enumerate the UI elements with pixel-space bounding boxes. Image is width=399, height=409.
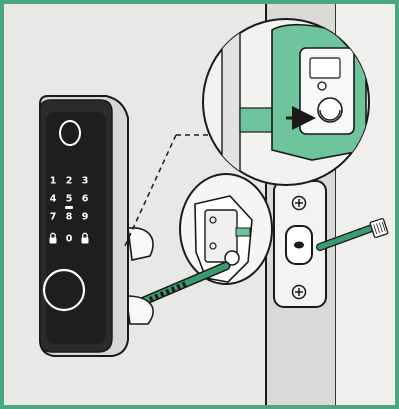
keypad-key-1[interactable]: 1 [50, 176, 57, 187]
keypad-key-0[interactable]: 0 [66, 234, 73, 245]
keypad-indicator-icon [65, 206, 73, 209]
keypad-key-4[interactable]: 4 [50, 194, 57, 205]
keypad-key-7[interactable]: 7 [50, 212, 57, 223]
keypad-key-6[interactable]: 6 [82, 194, 89, 205]
fingerprint-sensor [60, 121, 80, 145]
keypad-key-3[interactable]: 3 [82, 176, 89, 187]
keypad-key-2[interactable]: 2 [66, 176, 73, 187]
keypad-key-8[interactable]: 8 [66, 212, 73, 223]
keypad-key-9[interactable]: 9 [82, 212, 89, 223]
keyhole-cylinder [44, 270, 84, 310]
keypad-key-5[interactable]: 5 [66, 194, 73, 205]
